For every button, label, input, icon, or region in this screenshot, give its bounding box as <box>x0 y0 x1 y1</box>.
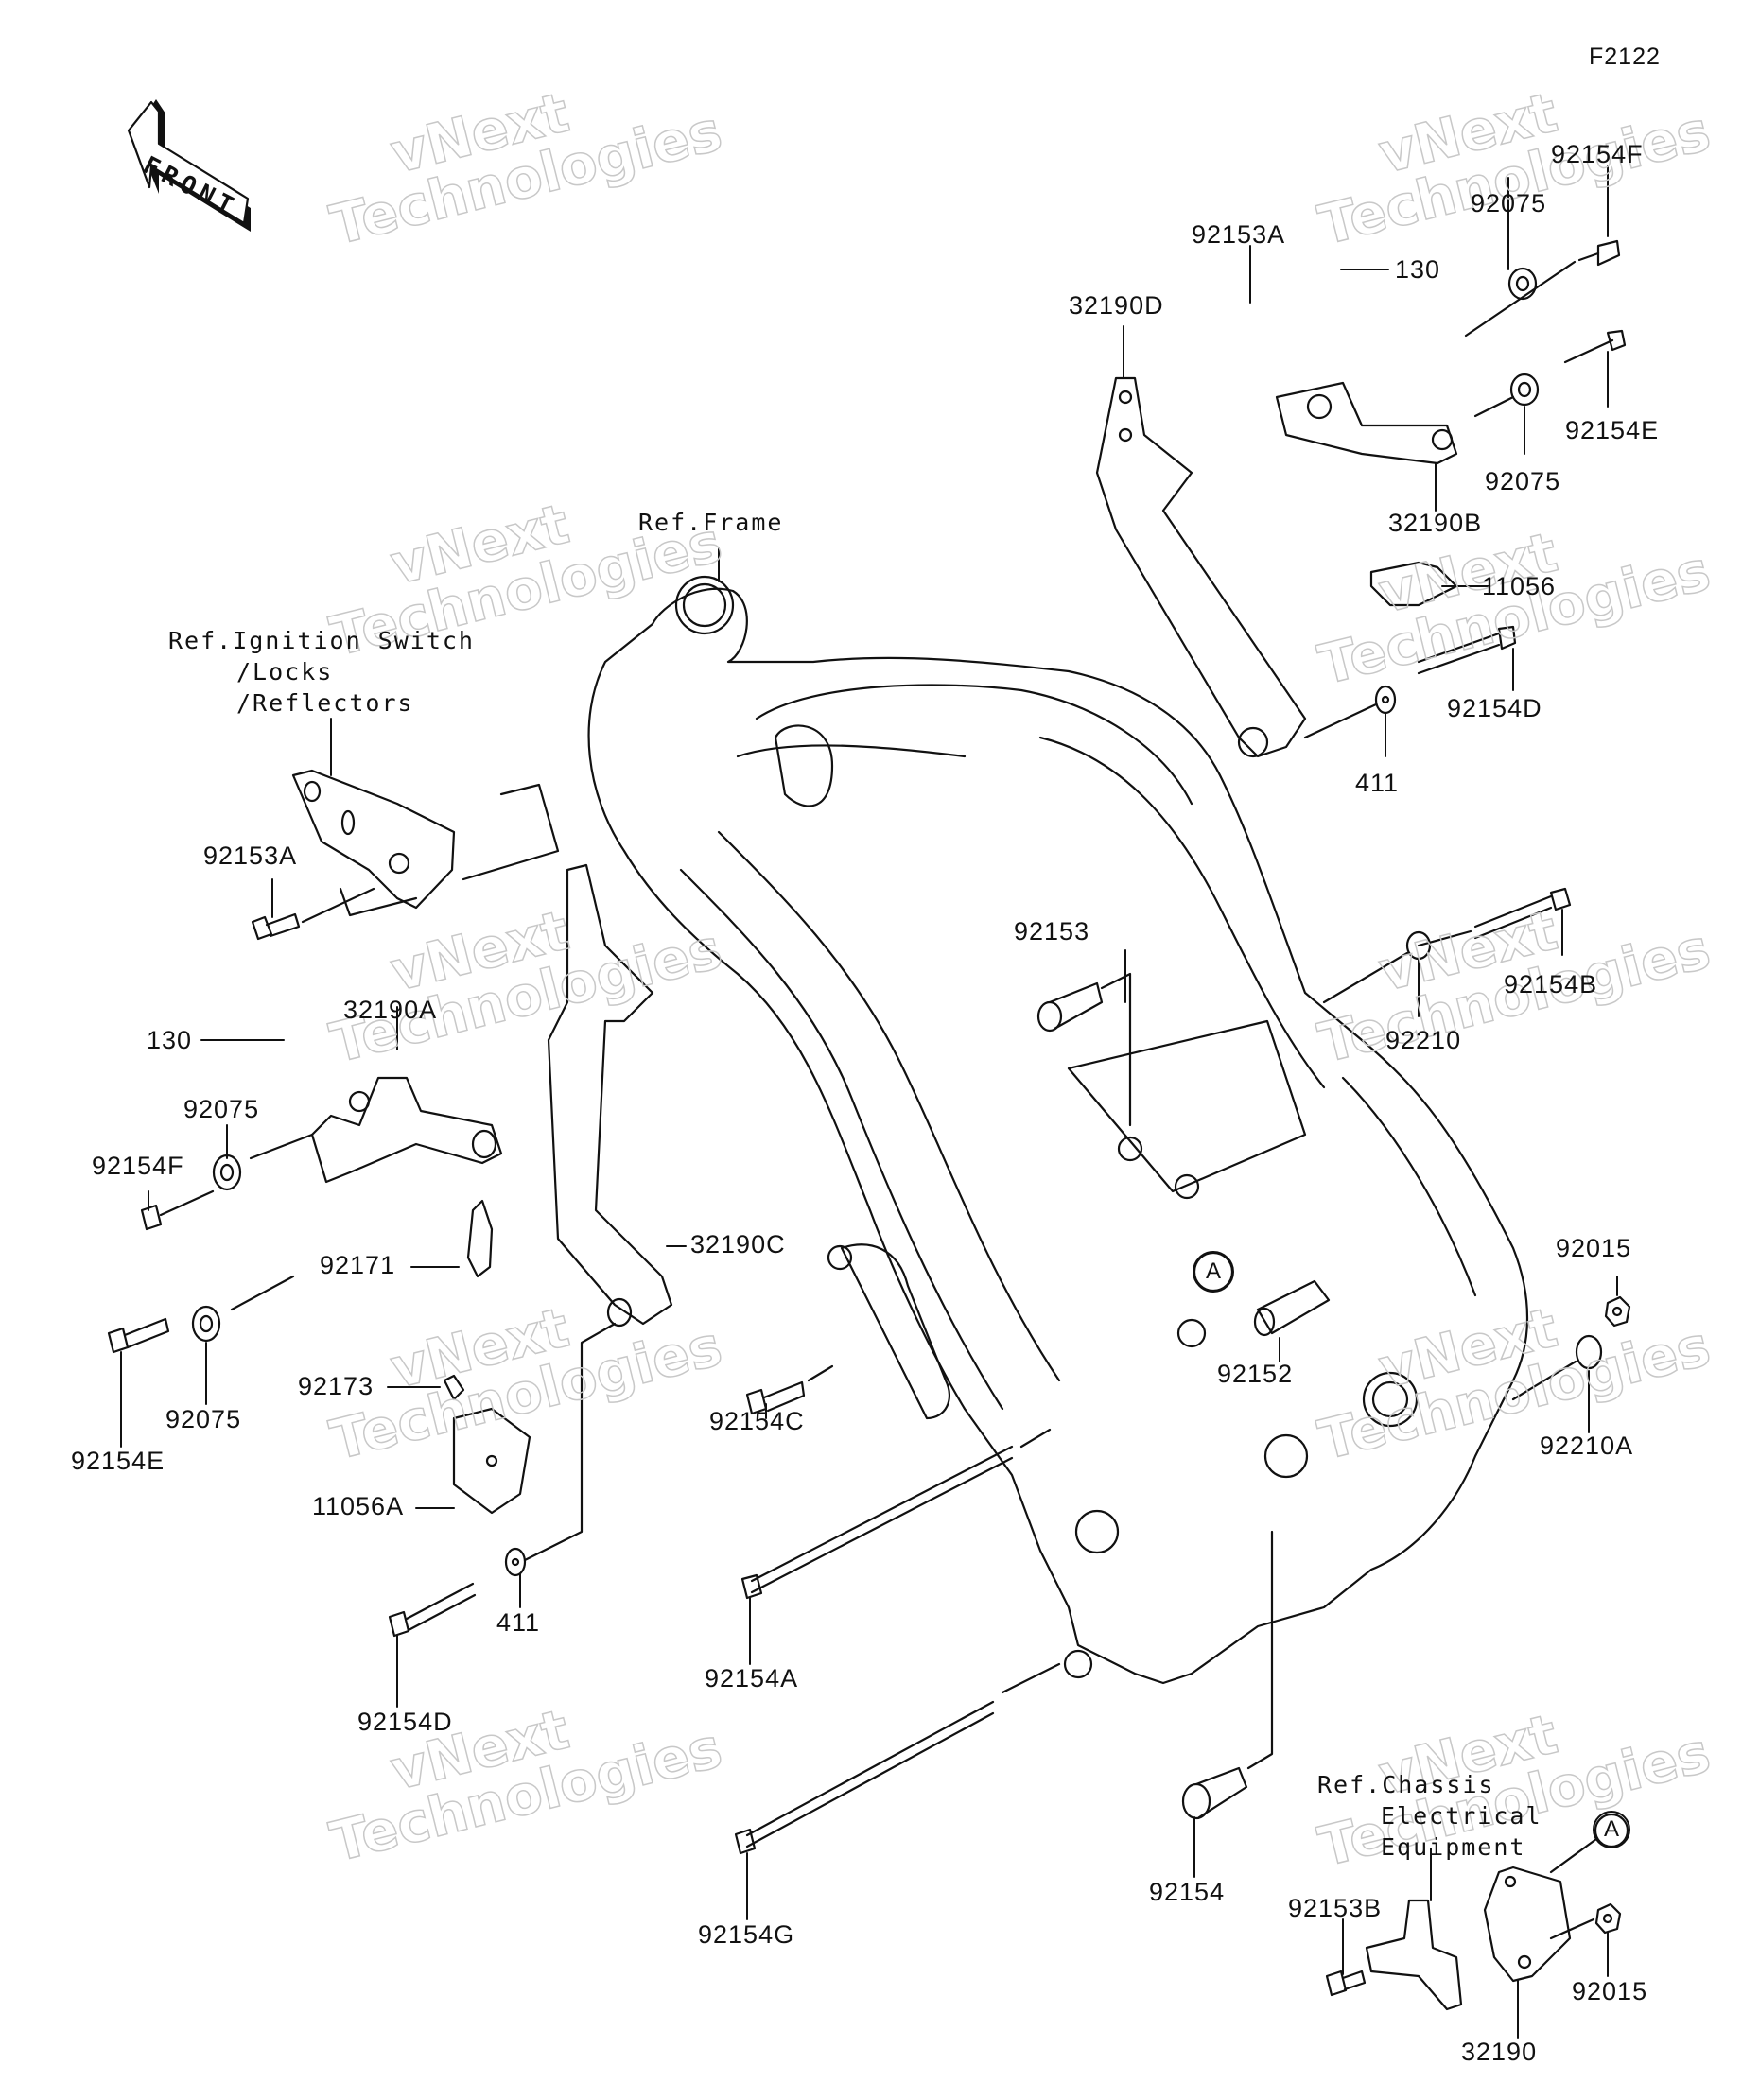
washer-92075-mid <box>1509 373 1540 407</box>
ref-chassis-line2: Electrical <box>1381 1802 1542 1830</box>
washer-92075-left-lower <box>191 1275 295 1343</box>
bracket-chassis-electrical <box>1365 1899 1463 2011</box>
bracket-32190b <box>1275 381 1458 465</box>
part-label: 32190C <box>690 1230 786 1258</box>
bolt-92154d-left <box>388 1582 477 1638</box>
bushing-92153 <box>1036 972 1132 1127</box>
bolt-92154f-top <box>1464 239 1621 338</box>
ref-ignition-line2: /Locks <box>236 658 334 686</box>
part-label: 92075 <box>165 1405 242 1433</box>
front-direction-arrow-icon <box>127 99 251 232</box>
part-label: 411 <box>1355 769 1400 797</box>
part-label: 92015 <box>1556 1234 1632 1262</box>
bolt-92154b <box>1417 887 1572 947</box>
part-label: 92154D <box>1447 694 1542 722</box>
part-label: 92015 <box>1572 1977 1648 2005</box>
collar-92154 <box>1181 1530 1274 1820</box>
washer-92075-left-upper <box>212 1154 242 1191</box>
bracket-11056a <box>452 1407 531 1515</box>
ref-ignition-line3: /Reflectors <box>236 689 414 717</box>
bolt-92154g <box>734 1662 1061 1855</box>
part-label: 92153 <box>1014 917 1090 946</box>
part-label: 32190A <box>343 996 438 1024</box>
washer-411-right <box>1303 685 1397 739</box>
ref-frame-label: Ref.Frame <box>638 509 784 536</box>
part-label: 92154A <box>705 1664 799 1692</box>
callout-marker-a-frame: A <box>1193 1251 1234 1293</box>
part-label: 32190D <box>1069 291 1164 320</box>
bolt-92153a-left <box>251 887 375 941</box>
washer-411-left <box>504 1322 617 1577</box>
part-label: 92171 <box>320 1251 396 1279</box>
part-label: 92075 <box>1485 467 1561 495</box>
bolt-92154a <box>740 1428 1052 1600</box>
bolt-92154f-left <box>140 1133 314 1231</box>
ref-ignition-line1: Ref.Ignition Switch <box>168 627 475 654</box>
diagram-code: F2122 <box>1589 43 1661 70</box>
collar-92152 <box>1253 1279 1331 1337</box>
washer-92075-top <box>1507 267 1538 301</box>
bracket-11056 <box>1369 561 1458 607</box>
part-label: 11056A <box>312 1492 405 1520</box>
part-label: 92154G <box>698 1920 795 1949</box>
nut-92015-right <box>1604 1295 1631 1328</box>
part-label: 92154F <box>92 1152 184 1180</box>
part-label: 411 <box>496 1608 541 1637</box>
part-label: 92210A <box>1540 1432 1634 1460</box>
part-label: 92153B <box>1288 1894 1383 1922</box>
part-label: 92153A <box>1192 220 1286 249</box>
part-label: 32190 <box>1461 2038 1538 2066</box>
part-label: 92173 <box>298 1372 375 1400</box>
part-label: 92153A <box>203 842 298 870</box>
bracket-32190-bottom <box>1483 1866 1572 1983</box>
bolt-92153b <box>1325 1970 1367 1997</box>
part-label: 92154 <box>1149 1878 1226 1906</box>
part-label: 92075 <box>183 1095 260 1123</box>
part-label: 92152 <box>1217 1360 1294 1388</box>
part-label: 92154E <box>1565 416 1660 444</box>
leader-lines <box>120 165 1618 2039</box>
part-label: 32190B <box>1388 509 1483 537</box>
bolt-92154e-top <box>1473 329 1627 418</box>
nut-92210a <box>1511 1334 1603 1401</box>
part-label: 130 <box>147 1026 193 1054</box>
bolt-92154d-right <box>1417 625 1517 675</box>
part-label: 92075 <box>1471 189 1547 217</box>
clip-92173 <box>443 1374 465 1401</box>
part-label: 92154F <box>1551 140 1644 168</box>
part-label: 92154B <box>1504 970 1598 998</box>
main-frame <box>587 575 1529 1685</box>
part-label: 92210 <box>1385 1026 1462 1054</box>
ref-chassis-line1: Ref.Chassis <box>1317 1771 1495 1798</box>
bracket-32190a <box>310 1076 503 1184</box>
ref-chassis-line3: Equipment <box>1381 1833 1526 1861</box>
part-label: 11056 <box>1482 572 1557 600</box>
bracket-32190d <box>1095 376 1307 758</box>
part-label: 92154C <box>709 1407 805 1435</box>
clip-92171 <box>466 1199 494 1278</box>
part-label: 130 <box>1395 255 1441 284</box>
part-label: 92154D <box>357 1708 453 1736</box>
bracket-ignition <box>291 769 560 917</box>
nut-92015-bottom <box>1549 1902 1622 1940</box>
part-label: 92154E <box>71 1447 165 1475</box>
callout-marker-a-chassis: A <box>1593 1811 1630 1848</box>
bolt-92154e-left <box>107 1317 170 1354</box>
bracket-32190c <box>547 863 673 1328</box>
